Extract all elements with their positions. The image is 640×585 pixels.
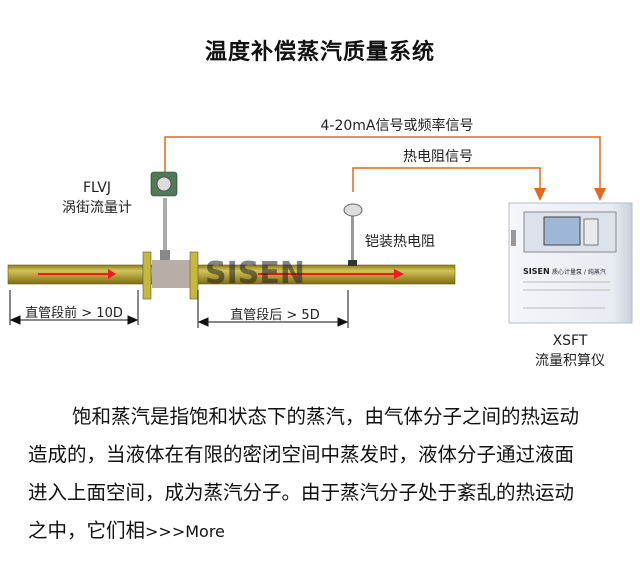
arrow-down-icon: [534, 188, 546, 201]
vortex-flowmeter: [142, 171, 199, 300]
computer-name: 流量积算仪: [535, 353, 605, 369]
rtd-signal-label: 热电阻信号: [403, 149, 473, 165]
computer-model: XSFT: [553, 333, 588, 349]
pipe: [7, 264, 456, 285]
downstream-label: 直管段后 > 5D: [230, 308, 319, 323]
paragraph-line: 之中，它们相>>>More: [28, 512, 628, 550]
flow-signal-line: [164, 136, 606, 201]
flow-arrow-icon: [394, 269, 404, 279]
flow-signal-label: 4-20mA信号或频率信号: [321, 117, 474, 134]
watermark-logo: SISEN: [205, 256, 305, 291]
paragraph-line: 进入上面空间，成为蒸汽分子。由于蒸汽分子处于紊乱的热运动: [28, 481, 575, 504]
rtd-signal-line: [352, 167, 546, 201]
flow-arrow-icon: [108, 269, 116, 279]
upstream-dimension: [9, 290, 139, 325]
more-link[interactable]: >>>More: [145, 522, 225, 541]
armored-rtd: [343, 203, 363, 266]
cabinet-label: 质心计量泵 / 纯蒸汽: [552, 268, 606, 276]
paragraph-line: 造成的，当液体在有限的密闭空间中蒸发时，液体分子通过液面: [28, 443, 575, 466]
description-paragraph: 饱和蒸汽是指饱和状态下的蒸汽，由气体分子之间的热运动 造成的，当液体在有限的密闭…: [28, 398, 628, 550]
paragraph-line: 饱和蒸汽是指饱和状态下的蒸汽，由气体分子之间的热运动: [72, 405, 580, 428]
system-diagram: 4-20mA信号或频率信号 热电阻信号 FLVJ 涡街流量计 铠装热电阻 SIS…: [7, 117, 633, 369]
upstream-label: 直管段前 > 10D: [25, 305, 123, 321]
paragraph-line-text: 之中，它们相: [28, 519, 146, 542]
arrow-down-icon: [594, 188, 606, 201]
cabinet-brand: SISEN: [523, 267, 550, 276]
flow-computer-cabinet: SISEN 质心计量泵 / 纯蒸汽: [508, 202, 633, 324]
downstream-dimension: [197, 290, 349, 328]
rtd-label: 铠装热电阻: [365, 234, 435, 250]
flowmeter-model: FLVJ: [83, 180, 111, 196]
flowmeter-name: 涡街流量计: [62, 200, 132, 216]
page-title: 温度补偿蒸汽质量系统: [204, 40, 435, 65]
